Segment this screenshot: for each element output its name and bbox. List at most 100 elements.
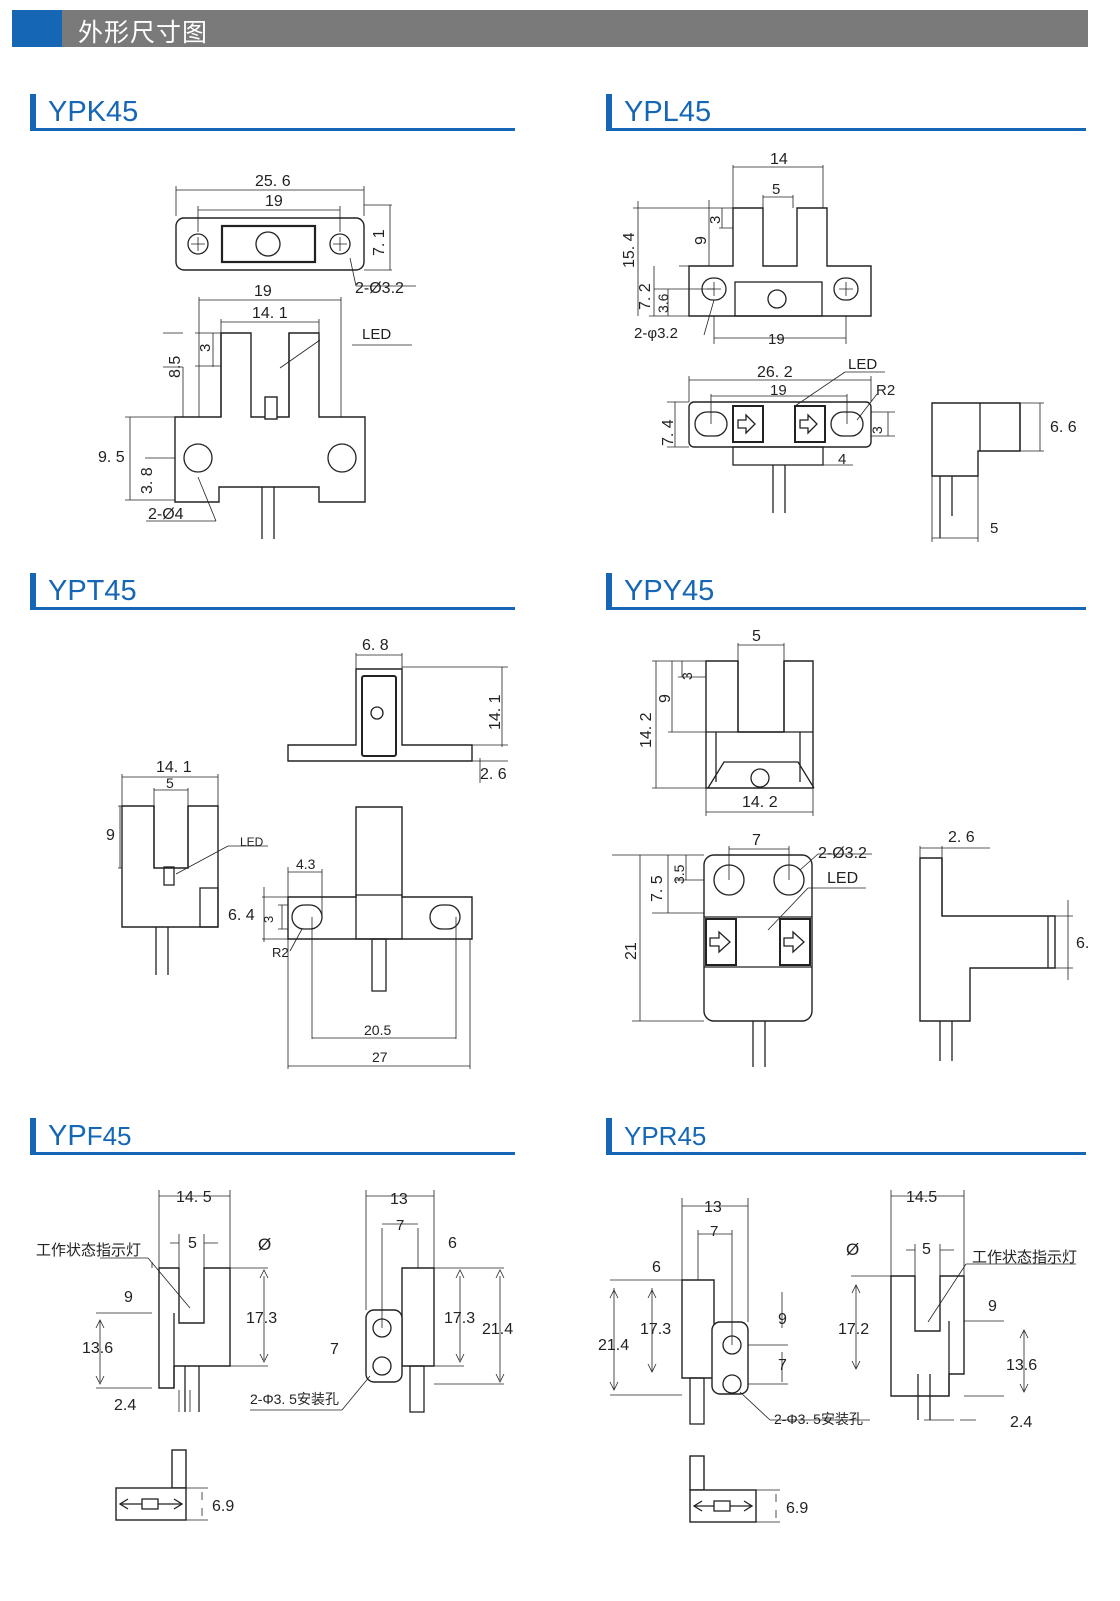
dim-6-9: 6.9: [212, 1498, 234, 1515]
dim-2-4: 2.4: [1010, 1414, 1032, 1431]
dim-r2: R2: [272, 945, 289, 960]
header-accent: [12, 10, 62, 47]
dim-9: 9: [693, 236, 710, 245]
dim-21-4: 21.4: [482, 1321, 513, 1338]
ypr45-hole-bottom: [722, 1374, 742, 1394]
dim-hole: 2-Ø3.2: [355, 280, 404, 297]
label-indicator: 工作状态指示灯: [972, 1249, 1077, 1266]
ypt45-drawing: 6. 8 14. 1 2. 6 14. 1 5 9 LED 4.3 6. 4 3…: [106, 637, 508, 1069]
dim-5: 5: [922, 1241, 931, 1258]
dim-6-9: 6.9: [786, 1500, 808, 1517]
dim-21: 21: [623, 942, 640, 960]
dim-14-5: 14. 5: [176, 1189, 212, 1206]
dim-5: 5: [772, 181, 780, 198]
page-title: 外形尺寸图: [78, 18, 209, 47]
ypl45-hole-right: [833, 277, 859, 301]
dim-4-3: 4.3: [296, 856, 316, 872]
ypk45-led: [264, 396, 278, 420]
dim-14-1b: 14. 1: [156, 759, 192, 776]
dim-9: 9: [657, 694, 674, 703]
dim-8-5: 8.5: [167, 356, 184, 378]
ypf45-drawing: 14. 5 5 工作状态指示灯 Ø 9 17.3 13.6 2.4 13 7 6…: [36, 1189, 513, 1521]
section-title: YPL45: [606, 94, 711, 130]
dim-14-1: 14. 1: [487, 694, 504, 730]
arrow-right-icon: [799, 413, 818, 435]
dim-3-6: 3.6: [655, 293, 671, 313]
section-title: YPK45: [30, 94, 138, 130]
dim-9: 9: [106, 827, 115, 844]
ypk45-drawing: 25. 6 19 7. 1 2-Ø3.2 19 14. 1 LED 8.5 3 …: [98, 173, 416, 539]
dim-19b: 19: [254, 283, 272, 300]
dim-9-5: 9. 5: [98, 449, 125, 466]
dim-14-5: 14.5: [906, 1189, 937, 1206]
dim-5: 5: [166, 775, 174, 791]
ypr45-drawing: 13 7 6 21.4 17.3 9 7 2-Φ3. 5安装孔 14.5 5 工…: [598, 1189, 1077, 1523]
dim-0: Ø: [258, 1235, 271, 1254]
section-rule: [606, 128, 1086, 131]
dim-r2: R2: [876, 382, 895, 399]
ypt45-slot-right: [429, 904, 461, 930]
arrow-right-icon: [783, 930, 805, 954]
ypf45-front-plate: [365, 1309, 403, 1383]
dim-7-1: 7. 1: [371, 229, 388, 256]
section-title: YPF45: [30, 1118, 132, 1154]
dim-14: 14: [770, 151, 788, 168]
dim-hole: 2-Φ3. 5安装孔: [774, 1411, 863, 1427]
dim-3-5: 3.5: [671, 864, 687, 884]
section-rule: [606, 1152, 1086, 1155]
dim-7-2: 7. 2: [637, 283, 654, 310]
ypy45-lens: [750, 768, 770, 788]
label-led: LED: [827, 870, 858, 887]
dim-13-6: 13.6: [1006, 1357, 1037, 1374]
dim-25-6: 25. 6: [255, 173, 291, 190]
dim-9: 9: [778, 1311, 787, 1328]
dim-5: 5: [188, 1235, 197, 1252]
dim-17-3b: 17.3: [444, 1310, 475, 1327]
dim-hole: 2-φ3.2: [634, 325, 678, 342]
dim-13: 13: [704, 1199, 722, 1216]
dim-15-4: 15. 4: [621, 232, 638, 268]
dim-9: 9: [124, 1289, 133, 1306]
dim-6: 6.: [1076, 935, 1089, 952]
ypl45-drawing: 14 5 15. 4 9 3 7. 2 3.6 2-φ3.2 19 26. 2 …: [621, 151, 1077, 542]
ypk45-lens: [255, 231, 281, 257]
dim-7b: 7: [330, 1341, 339, 1358]
label-led: LED: [362, 326, 391, 343]
ypf45-hole-bottom: [372, 1356, 392, 1376]
arrow-right-icon: [709, 930, 731, 954]
ypk45-front-hole-left: [183, 443, 213, 473]
dim-27: 27: [372, 1049, 388, 1065]
dim-19: 19: [768, 331, 785, 348]
ypt45-top-body: [287, 668, 473, 762]
dim-5: 5: [752, 628, 761, 645]
ypk45-hole-left: [187, 233, 209, 255]
dim-6-4: 6. 4: [228, 907, 255, 924]
dim-6: 6: [448, 1235, 457, 1252]
dim-7: 7: [710, 1223, 718, 1240]
ypk45-hole-right: [329, 233, 351, 255]
dim-9b: 9: [988, 1298, 997, 1315]
dim-hole: 2-Φ3. 5安装孔: [250, 1391, 339, 1407]
dim-17-3: 17.3: [246, 1310, 277, 1327]
ypy45-top-body: [703, 854, 813, 1022]
ypk45-front-hole-right: [327, 443, 357, 473]
dim-6-8: 6. 8: [362, 637, 389, 654]
dim-4: 4: [838, 451, 846, 468]
ypk45-top-window: [220, 224, 317, 264]
dim-13-6: 13.6: [82, 1340, 113, 1357]
ypr45-front-plate: [711, 1321, 749, 1395]
dim-14-2b: 14. 2: [742, 794, 778, 811]
dim-7: 7: [752, 832, 761, 849]
dim-21-4: 21.4: [598, 1337, 629, 1354]
section-rule: [30, 128, 515, 131]
section-title-suffix: F45: [86, 1121, 132, 1151]
dim-14-1: 14. 1: [252, 305, 288, 322]
dim-3-8: 3. 8: [139, 467, 156, 494]
section-title: YPR45: [606, 1118, 706, 1154]
ypr45-bottom-pin: [689, 1455, 705, 1491]
dim-6: 6: [652, 1259, 661, 1276]
dim-17-3: 17.3: [640, 1321, 671, 1338]
dim-3: 3: [707, 216, 724, 224]
dim-2-6: 2. 6: [948, 829, 975, 846]
label-indicator: 工作状态指示灯: [36, 1242, 141, 1259]
